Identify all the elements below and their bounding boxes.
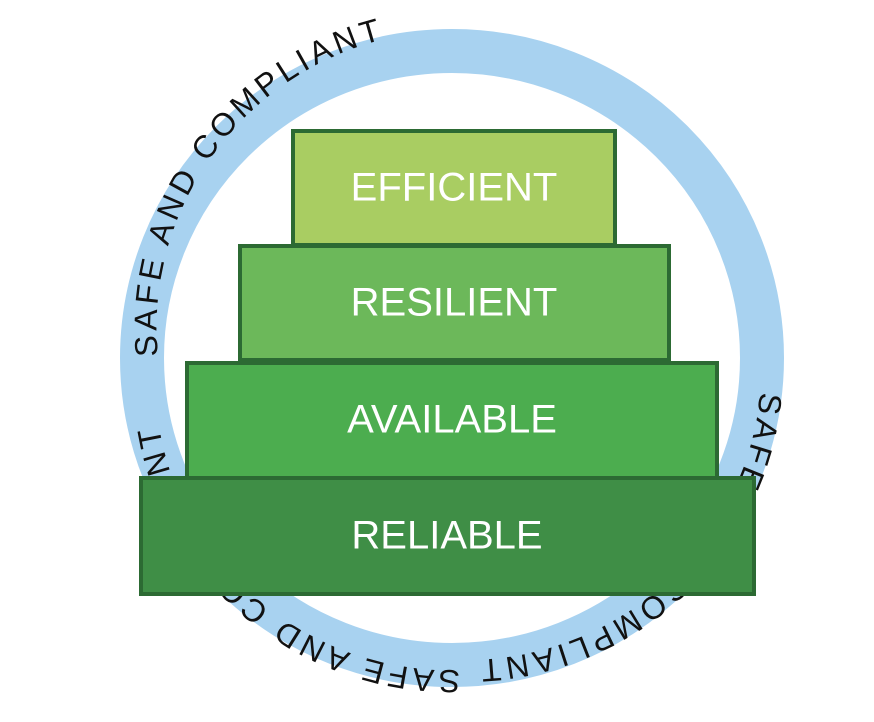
- tier-efficient-label: EFFICIENT: [351, 166, 558, 210]
- tier-efficient-box: [291, 129, 617, 247]
- tier-efficient: EFFICIENT: [291, 129, 617, 247]
- tier-available-box: [185, 361, 719, 481]
- tier-reliable-label: RELIABLE: [351, 514, 542, 558]
- tier-resilient-box: [238, 244, 671, 362]
- tier-available-label: AVAILABLE: [347, 398, 557, 442]
- tier-available: AVAILABLE: [185, 361, 719, 481]
- tier-resilient-label: RESILIENT: [351, 281, 558, 325]
- tier-resilient: RESILIENT: [238, 244, 671, 362]
- tier-reliable-box: [139, 476, 756, 596]
- safe-compliant-ring: [120, 29, 784, 687]
- tier-reliable: RELIABLE: [139, 476, 756, 596]
